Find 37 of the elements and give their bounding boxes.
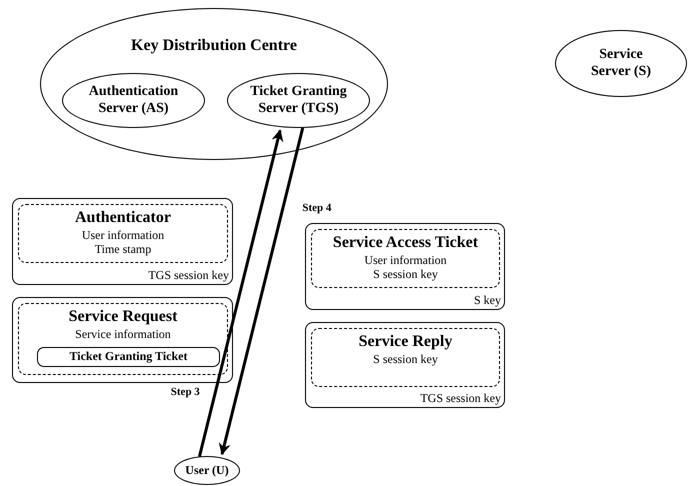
edge-label: Step 3: [168, 386, 202, 398]
field-text: Time stamp: [94, 243, 152, 257]
node-label: Ticket Granting Server (TGS): [249, 84, 348, 117]
arrow: [198, 129, 284, 457]
dashed-box: [311, 229, 500, 288]
message-box: [12, 198, 233, 285]
ellipse-node: [227, 73, 370, 128]
node-label: Authentication Server (AS): [88, 84, 180, 117]
node-label: Service Server (S): [590, 47, 652, 80]
field-text: User information: [82, 229, 164, 244]
dashed-box: [18, 303, 228, 375]
field-text: Service information: [75, 328, 171, 342]
key-label: TGS session key: [420, 391, 501, 406]
field-text: S session key: [373, 268, 438, 282]
ellipse-node: [174, 456, 240, 485]
field-text: S session key: [373, 353, 438, 368]
ellipse-node: [62, 73, 205, 128]
ellipse-node: [40, 8, 388, 160]
node-label: Ticket Granting Ticket: [69, 350, 188, 364]
edge-label: Step 4: [300, 202, 334, 214]
node-label: Key Distribution Centre: [131, 37, 297, 56]
box-title: Authenticator: [75, 209, 171, 228]
box-title: Service Request: [68, 308, 178, 326]
dashed-box: [311, 328, 500, 387]
box-title: Service Access Ticket: [332, 234, 478, 252]
message-box: [305, 322, 505, 408]
ellipse-node: [555, 30, 687, 97]
ticket-box: [37, 347, 220, 367]
key-label: TGS session key: [148, 268, 229, 283]
node-label: User (U): [185, 464, 229, 478]
field-text: User information: [364, 254, 447, 268]
dashed-box: [18, 204, 228, 263]
message-box: [12, 297, 233, 383]
arrow: [218, 128, 304, 456]
message-box: [305, 223, 505, 310]
key-label: S key: [474, 293, 501, 308]
box-title: Service Reply: [358, 333, 452, 352]
